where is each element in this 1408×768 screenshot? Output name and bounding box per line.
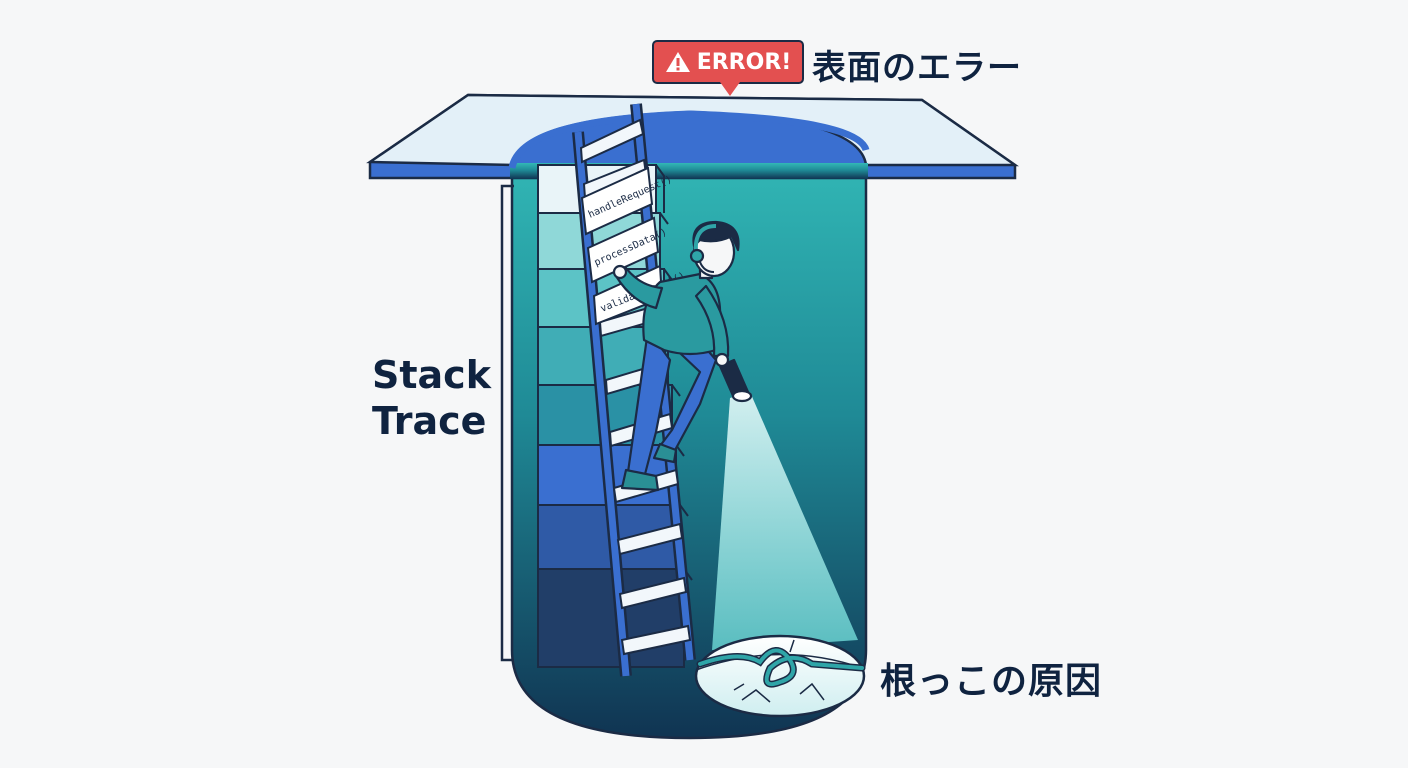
person-climbing [612, 220, 753, 492]
stack-trace-label-line: Trace [372, 399, 487, 443]
stack-trace-label-line: Stack [372, 353, 491, 397]
stack-trace-bracket [500, 184, 514, 662]
surface-error-label: 表面のエラー [812, 48, 1022, 88]
ground-surface [366, 93, 1019, 180]
tangled-root-icon [696, 647, 866, 688]
stack-trace-label: Stack Trace [372, 352, 491, 444]
warning-triangle-icon [665, 52, 690, 72]
flashlight-beam [712, 392, 858, 650]
error-badge-text: ERROR! [696, 49, 792, 75]
root-cause-label: 根っこの原因 [880, 661, 1103, 702]
error-badge: ERROR! [652, 40, 804, 96]
